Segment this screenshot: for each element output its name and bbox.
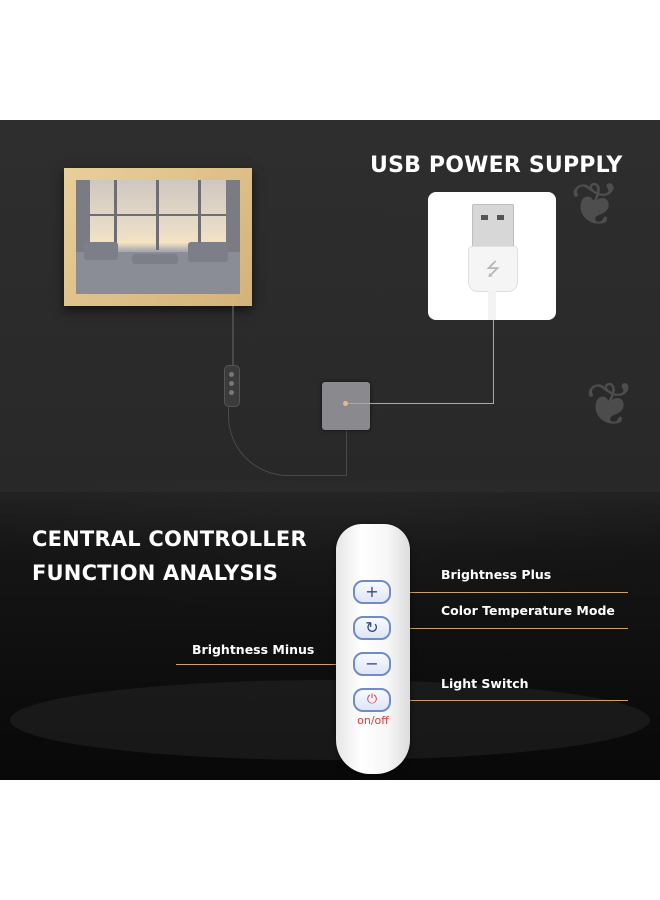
cycle-icon: ↻ bbox=[365, 618, 379, 637]
scene-table bbox=[132, 254, 178, 264]
frame-cable bbox=[232, 306, 234, 366]
light-frame bbox=[64, 168, 252, 306]
curtain-left bbox=[76, 180, 90, 260]
light-switch-label: Light Switch bbox=[441, 676, 529, 691]
socket-connector-dot bbox=[343, 401, 348, 406]
plus-icon: + bbox=[365, 582, 379, 601]
inline-remote-button bbox=[229, 381, 234, 386]
usb-symbol-icon: ⭍ bbox=[485, 259, 501, 280]
product-photo: ❦ ❦ USB POWER SUPPLY bbox=[0, 120, 660, 780]
wall-socket bbox=[322, 382, 370, 430]
lower-cable-rise bbox=[346, 420, 347, 476]
color-temperature-label: Color Temperature Mode bbox=[441, 603, 615, 618]
scene-sofa-right bbox=[188, 242, 228, 262]
window-crossbar bbox=[76, 214, 240, 216]
scene-sofa-left bbox=[84, 242, 118, 260]
plant-silhouette-top: ❦ bbox=[570, 170, 621, 240]
usb-plug-icon bbox=[472, 204, 514, 248]
inline-remote bbox=[224, 365, 240, 407]
brightness-minus-line bbox=[176, 664, 372, 665]
brightness-plus-button[interactable]: + bbox=[353, 580, 391, 604]
plant-silhouette-bottom: ❦ bbox=[585, 370, 636, 440]
curtain-right bbox=[226, 180, 240, 260]
controller-heading: CENTRAL CONTROLLER FUNCTION ANALYSIS bbox=[32, 522, 307, 590]
brightness-minus-button[interactable]: − bbox=[353, 652, 391, 676]
brightness-plus-label: Brightness Plus bbox=[441, 567, 552, 582]
usb-slot bbox=[497, 215, 504, 220]
usb-connector-line bbox=[348, 403, 494, 404]
power-icon: ⏻ bbox=[366, 692, 378, 707]
color-temperature-button[interactable]: ↻ bbox=[353, 616, 391, 640]
power-caption: on/off bbox=[357, 714, 389, 727]
brightness-plus-line bbox=[380, 592, 628, 593]
usb-connector-line bbox=[493, 320, 494, 404]
usb-plug-card: ⭍ bbox=[428, 192, 556, 320]
controller-heading-line2: FUNCTION ANALYSIS bbox=[32, 561, 279, 585]
inline-remote-button bbox=[229, 372, 234, 377]
color-temperature-line bbox=[380, 628, 628, 629]
minus-icon: − bbox=[365, 654, 379, 673]
usb-power-supply-heading: USB POWER SUPPLY bbox=[370, 153, 623, 178]
brightness-minus-label: Brightness Minus bbox=[192, 642, 315, 657]
light-switch-button[interactable]: ⏻ bbox=[353, 688, 391, 712]
inline-remote-button bbox=[229, 390, 234, 395]
light-switch-line bbox=[380, 700, 628, 701]
frame-scene bbox=[76, 180, 240, 294]
usb-plug-body: ⭍ bbox=[468, 246, 518, 292]
lower-dark-area bbox=[0, 492, 660, 780]
usb-cable bbox=[488, 290, 496, 320]
usb-slot bbox=[481, 215, 488, 220]
central-controller-remote: + ↻ − ⏻ on/off bbox=[336, 524, 410, 774]
controller-heading-line1: CENTRAL CONTROLLER bbox=[32, 527, 307, 551]
background-table bbox=[10, 680, 650, 760]
